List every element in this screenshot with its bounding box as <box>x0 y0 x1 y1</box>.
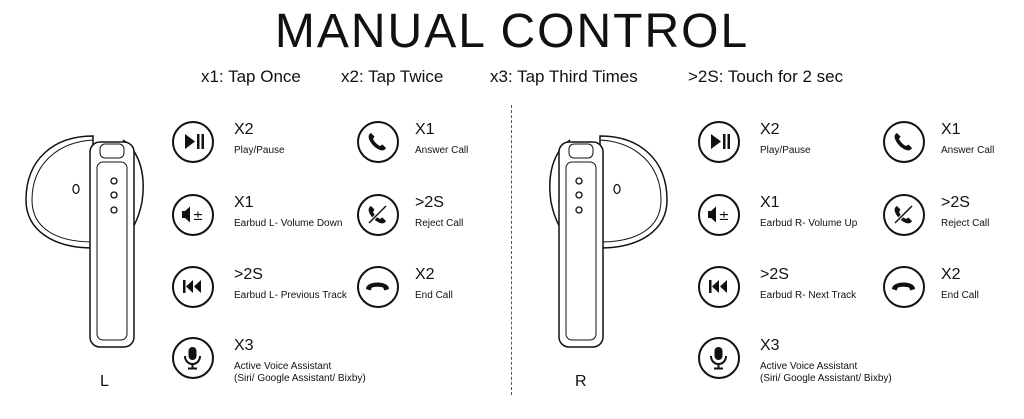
right-volume-desc: Earbud R- Volume Up <box>760 218 858 229</box>
left-end-call-code: X2 <box>415 266 435 283</box>
right-track-desc: Earbud R- Next Track <box>760 290 857 301</box>
right-reject-call-desc: Reject Call <box>941 218 990 229</box>
right-side-label: R <box>575 373 587 390</box>
right-volume-code: X1 <box>760 194 780 211</box>
right-end-call-desc: End Call <box>941 290 979 301</box>
right-voice-desc-2: (Siri/ Google Assistant/ Bixby) <box>760 373 892 384</box>
left-voice-code: X3 <box>234 337 254 354</box>
legend-touch-2sec: >2S: Touch for 2 sec <box>688 67 844 86</box>
left-side-label: L <box>100 373 109 390</box>
previous-track-icon <box>172 266 214 308</box>
left-track-desc: Earbud L- Previous Track <box>234 290 347 301</box>
right-voice-desc: Active Voice Assistant <box>760 361 858 372</box>
right-earbud-illustration <box>549 135 668 348</box>
right-end-call-code: X2 <box>941 266 961 283</box>
center-divider <box>511 105 512 395</box>
play-pause-icon <box>698 121 740 163</box>
left-play-pause-code: X2 <box>234 121 254 138</box>
legend-tap-twice: x2: Tap Twice <box>341 67 444 86</box>
left-voice-desc-2: (Siri/ Google Assistant/ Bixby) <box>234 373 366 384</box>
svg-text:±: ± <box>193 209 204 224</box>
left-track-code: >2S <box>234 266 263 283</box>
phone-icon <box>357 121 399 163</box>
end-call-icon <box>883 266 925 308</box>
reject-call-icon <box>883 194 925 236</box>
left-volume-desc: Earbud L- Volume Down <box>234 218 343 229</box>
left-volume-code: X1 <box>234 194 254 211</box>
right-track-code: >2S <box>760 266 789 283</box>
legend-tap-once: x1: Tap Once <box>201 67 301 86</box>
right-reject-call-code: >2S <box>941 194 970 211</box>
left-reject-call-desc: Reject Call <box>415 218 464 229</box>
left-end-call-desc: End Call <box>415 290 453 301</box>
left-earbud-illustration <box>25 135 144 348</box>
volume-icon: ± <box>698 194 740 236</box>
previous-track-icon <box>698 266 740 308</box>
right-answer-call-code: X1 <box>941 121 961 138</box>
left-play-pause-desc: Play/Pause <box>234 145 285 156</box>
end-call-icon <box>357 266 399 308</box>
legend-tap-third: x3: Tap Third Times <box>490 67 638 86</box>
page-title: MANUAL CONTROL <box>274 5 750 58</box>
microphone-icon <box>698 337 740 379</box>
right-voice-code: X3 <box>760 337 780 354</box>
left-reject-call-code: >2S <box>415 194 444 211</box>
play-pause-icon <box>172 121 214 163</box>
volume-icon: ± <box>172 194 214 236</box>
left-answer-call-desc: Answer Call <box>415 145 469 156</box>
left-answer-call-code: X1 <box>415 121 435 138</box>
right-answer-call-desc: Answer Call <box>941 145 995 156</box>
reject-call-icon <box>357 194 399 236</box>
svg-text:±: ± <box>719 209 730 224</box>
right-play-pause-desc: Play/Pause <box>760 145 811 156</box>
right-play-pause-code: X2 <box>760 121 780 138</box>
microphone-icon <box>172 337 214 379</box>
left-voice-desc: Active Voice Assistant <box>234 361 332 372</box>
phone-icon <box>883 121 925 163</box>
